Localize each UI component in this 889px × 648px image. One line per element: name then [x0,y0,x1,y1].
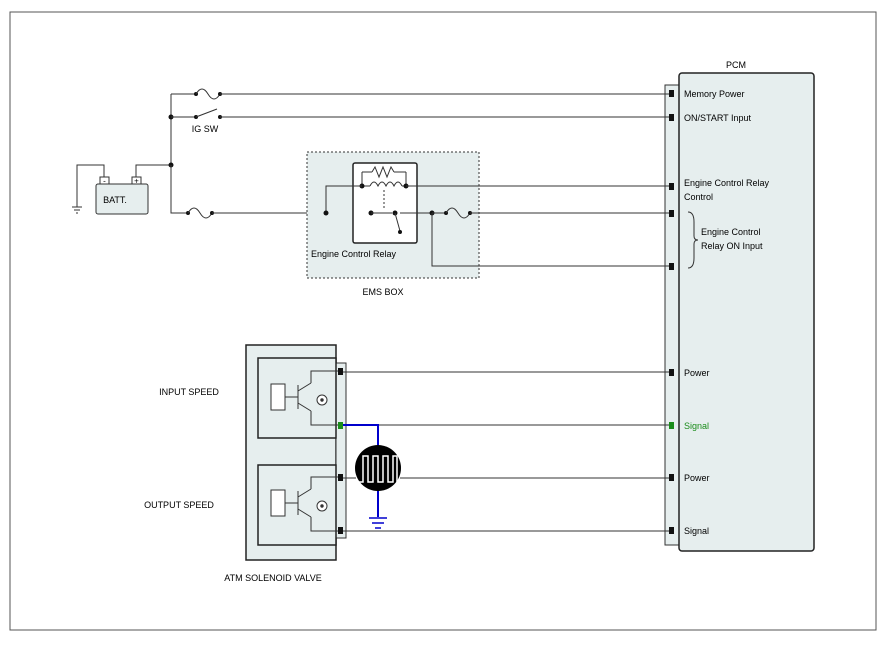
pin-on-start [669,114,674,121]
fuse-3-icon [445,207,471,219]
ecr-label: Engine Control Relay [311,249,397,259]
battery-body [95,183,149,215]
battery-label: BATT. [103,195,127,205]
pin-ecr-feed [669,210,674,217]
ecr-on-brace [687,211,699,269]
pin-ecr-on [669,263,674,270]
input-speed-label: INPUT SPEED [159,387,219,397]
pcm-pin-signal-2: Signal [684,526,709,536]
relay-switch-blade [394,212,401,232]
battery-positive-wire [135,164,171,177]
pin-signal-1 [669,422,674,429]
fuse-1-icon [195,88,221,100]
atm-valve-label: ATM SOLENOID VALVE [224,573,322,583]
coil-supply-junction [323,210,329,216]
probe-signal-wire [343,424,379,446]
relay-contact-c [398,230,402,234]
diagram-frame [9,11,877,631]
pcm-pin-signal-1: Signal [684,421,709,431]
ig-sw-label: IG SW [192,124,219,134]
pin-signal-2 [669,527,674,534]
oscilloscope-waveform-icon [355,445,401,491]
battery-plus-sign: + [134,177,139,186]
fuse-2-icon [187,207,213,219]
ems-feed-wire-a [170,165,186,214]
pcm-pin-ecr-on-2: Relay ON Input [701,241,763,251]
battery-minus-sign: - [103,177,106,186]
pcm-pin-ecr-control-2: Control [684,192,713,202]
pcm-label: PCM [726,60,746,70]
ecr-on-input-wire [431,213,669,267]
pin-power-2 [669,474,674,481]
atm-connector-strip [335,362,347,539]
atm-pin-power-1 [338,368,343,375]
pin-memory-power [669,90,674,97]
ems-box-label: EMS BOX [362,287,403,297]
pcm-pin-power-1: Power [684,368,710,378]
pcm-pin-memory-power: Memory Power [684,89,745,99]
pcm-box [678,72,815,552]
input-speed-transistor-icon [270,370,340,426]
ig-sw-blade [195,108,218,118]
pcm-pins [669,90,674,534]
output-speed-transistor-icon [270,476,340,532]
atm-pin-signal-2 [338,527,343,534]
engine-control-relay [352,162,418,244]
atm-pins [338,368,343,534]
atm-pin-power-2 [338,474,343,481]
pin-power-1 [669,369,674,376]
pcm-pin-power-2: Power [684,473,710,483]
pcm-pin-on-start: ON/START Input [684,113,752,123]
pin-ecr-control [669,183,674,190]
probe-ground-icon [369,517,387,529]
atm-pin-signal-1 [338,422,343,429]
coil-supply-wire [325,185,362,213]
output-speed-label: OUTPUT SPEED [144,500,214,510]
pcm-pin-ecr-on-1: Engine Control [701,227,761,237]
pcm-pin-ecr-control-1: Engine Control Relay [684,178,770,188]
battery-ground-icon [72,206,82,214]
battery-ground-wire [76,164,105,207]
battery: - + BATT. [95,176,149,215]
